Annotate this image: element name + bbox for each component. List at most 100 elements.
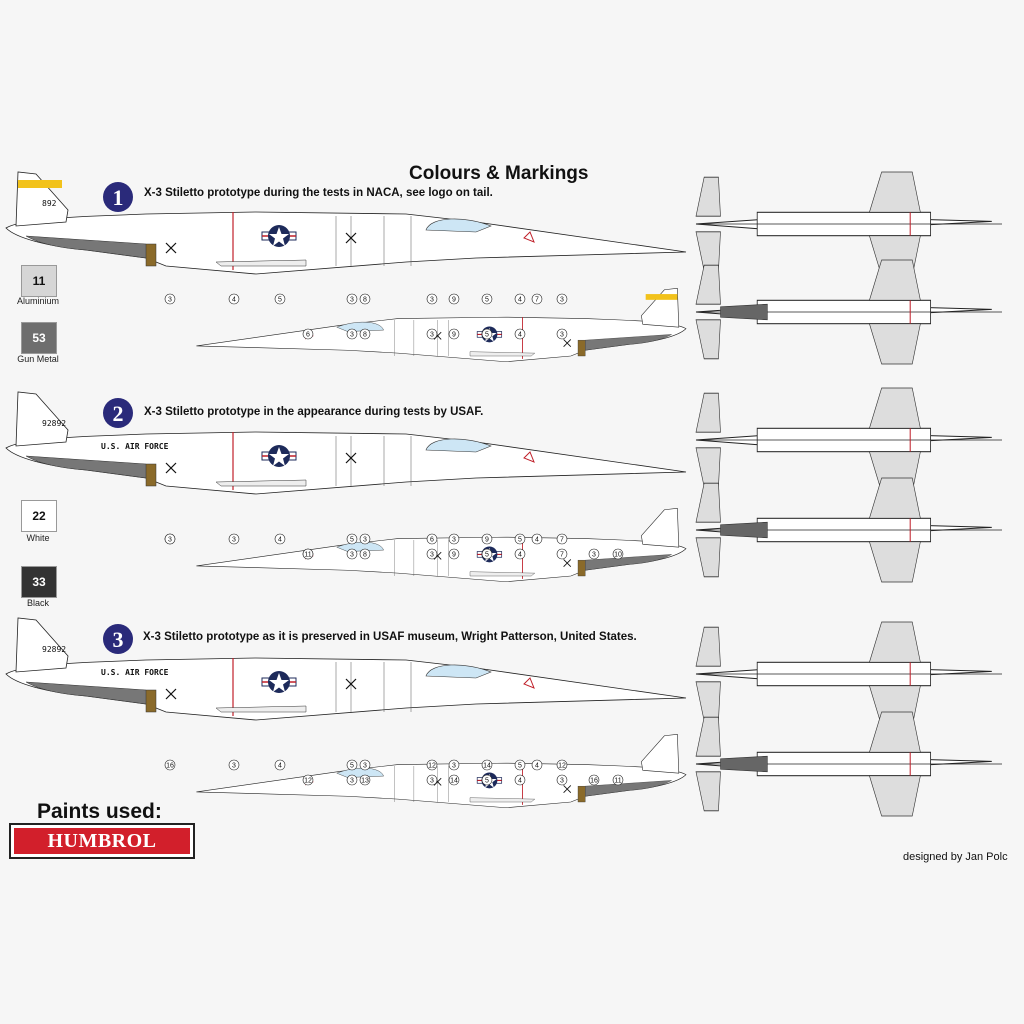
callout-top-1: 3 [232,763,236,770]
callout-top-1-circle [228,533,240,545]
tail-serial: 92892 [42,419,66,428]
callout-bottom-7-circle [556,774,568,786]
tailplane-left [695,716,721,757]
callout-top-9-circle [531,533,543,545]
scheme-1-caption: X-3 Stiletto prototype during the tests … [144,187,493,199]
callout-top-7-circle [481,533,493,545]
callout-top-0-circle [164,759,176,771]
humbrol-logo: HUMBROL [9,823,195,859]
callout-top-10-circle [556,533,568,545]
callout-bottom-1: 3 [350,332,354,339]
canopy [336,541,384,552]
tailplane-right [695,537,721,578]
callout-bottom-3: 3 [430,552,434,559]
stencil-x [345,678,357,690]
callout-top-0-circle [164,293,176,305]
tailplane-left [695,264,721,305]
swatch-gun-metal: 53 [21,322,57,354]
fuselage-lettering: U.S. AIR FORCE [101,668,169,677]
callout-top-9: 7 [535,297,539,304]
stencil-x [165,462,177,474]
callout-top-2-circle [274,759,286,771]
scheme-1-badge: 1 [103,182,133,212]
callout-top-2: 4 [278,763,282,770]
callout-bottom-6-circle [514,774,526,786]
wing-edge [469,571,536,577]
callout-top-4: 3 [363,537,367,544]
callout-bottom-0: 12 [304,778,312,785]
callout-top-7: 9 [485,537,489,544]
tailplane-left [695,176,721,217]
callout-top-10-circle [556,293,568,305]
callout-top-6: 3 [452,763,456,770]
callout-bottom-8-circle [588,774,600,786]
callout-bottom-6: 4 [518,778,522,785]
wing-left [868,259,921,301]
wing-left [868,477,921,519]
callout-top-2-circle [274,293,286,305]
callout-top-1-circle [228,759,240,771]
stencil-x [345,452,357,464]
swatch-aluminium: 11 [21,265,57,297]
canopy [336,767,384,778]
swatch-label: Gun Metal [17,354,59,364]
tailplane-right [695,771,721,812]
exhaust-nozzle [145,243,157,267]
paints-used-title: Paints used: [37,800,162,823]
scheme-3-badge: 3 [103,624,133,654]
callout-bottom-1: 3 [350,778,354,785]
callout-bottom-7-circle [556,548,568,560]
callout-top-8-circle [514,293,526,305]
callout-bottom-9: 10 [614,552,622,559]
vertical-tail [15,617,69,673]
designer-credit: designed by Jan Polc [903,851,1008,863]
callout-top-11-circle [164,533,176,545]
callout-bottom-9-circle [612,774,624,786]
swatch-black: 33 [21,566,57,598]
callout-top-3: 3 [350,297,354,304]
scheme-2-badge: 2 [103,398,133,428]
callout-top-7: 14 [483,763,491,770]
callout-top-4-circle [359,293,371,305]
callout-top-5-circle [426,293,438,305]
nose-marking [523,677,535,689]
exhaust-nozzle [577,785,586,803]
callout-bottom-6-circle [514,548,526,560]
callout-top-5: 12 [428,763,436,770]
vertical-tail [15,391,69,447]
scheme-1-side-right [196,287,687,363]
wing-edge [215,259,307,267]
vertical-tail [641,507,680,548]
callout-bottom-8-circle [588,548,600,560]
callout-bottom-7: 3 [560,778,564,785]
nose-marking [523,231,535,243]
plan-view-1 [695,171,1002,277]
wing-edge [469,797,536,803]
wing-edge [469,351,536,357]
callout-top-2-circle [274,533,286,545]
callout-top-6: 9 [452,297,456,304]
stencil-x [165,688,177,700]
callout-bottom-5-circle [481,774,493,786]
swatch-label: Aluminium [16,296,59,306]
callout-bottom-4: 9 [452,552,456,559]
stencil-x [563,785,572,793]
wing-right [868,323,921,365]
callout-top-9: 4 [535,537,539,544]
swatch-label: Black [26,598,49,608]
callout-bottom-1-circle [346,328,358,340]
callout-top-1-circle [228,293,240,305]
tailplane-left [695,482,721,523]
exhaust-nozzle [577,339,586,357]
callout-bottom-4-circle [448,548,460,560]
naca-tail-band [18,180,62,188]
callout-bottom-0-circle [302,774,314,786]
scheme-3-side-right [196,733,687,809]
wing-edge [215,479,307,487]
callout-bottom-2-circle [359,328,371,340]
callout-bottom-7: 3 [560,332,564,339]
callout-bottom-2: 8 [363,552,367,559]
insignia-star [269,673,289,692]
callout-top-11: 3 [168,537,172,544]
